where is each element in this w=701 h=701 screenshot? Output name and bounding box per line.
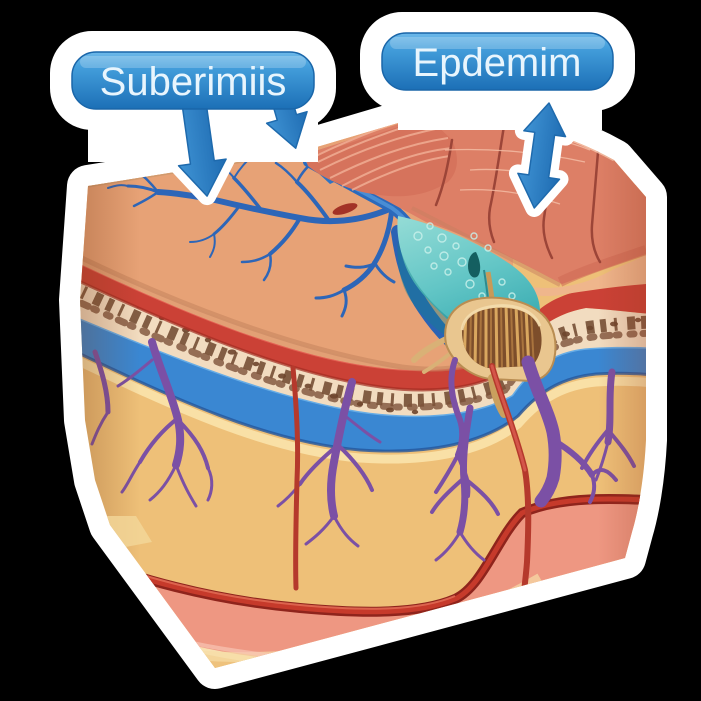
arrow-double-right-label [517, 102, 567, 209]
front-face-dermis [80, 245, 512, 371]
label-left-text: Suberimiis [100, 60, 287, 104]
follicle-inner-rim [460, 304, 542, 331]
label-left: Suberimiis [71, 51, 315, 110]
blue-vessel-tree [107, 149, 396, 318]
follicle-vessels [434, 355, 618, 595]
label-right-sheen [390, 37, 605, 49]
arrows [177, 100, 567, 209]
pore-opening [468, 252, 481, 278]
crevice-erosion [332, 203, 358, 215]
label-left-pill [71, 51, 315, 110]
label-right: Epdemim [381, 32, 614, 91]
striation-lines [311, 121, 453, 191]
red-vessel-descending [290, 365, 301, 591]
label-right-pill [381, 32, 614, 91]
label-left-sheen [80, 56, 306, 68]
arrow-down-left-label [177, 100, 227, 197]
follicle-stem [488, 374, 508, 418]
layer-pink-band [80, 501, 646, 665]
label-right-text: Epdemim [413, 41, 582, 85]
right-face-shading [596, 150, 646, 570]
